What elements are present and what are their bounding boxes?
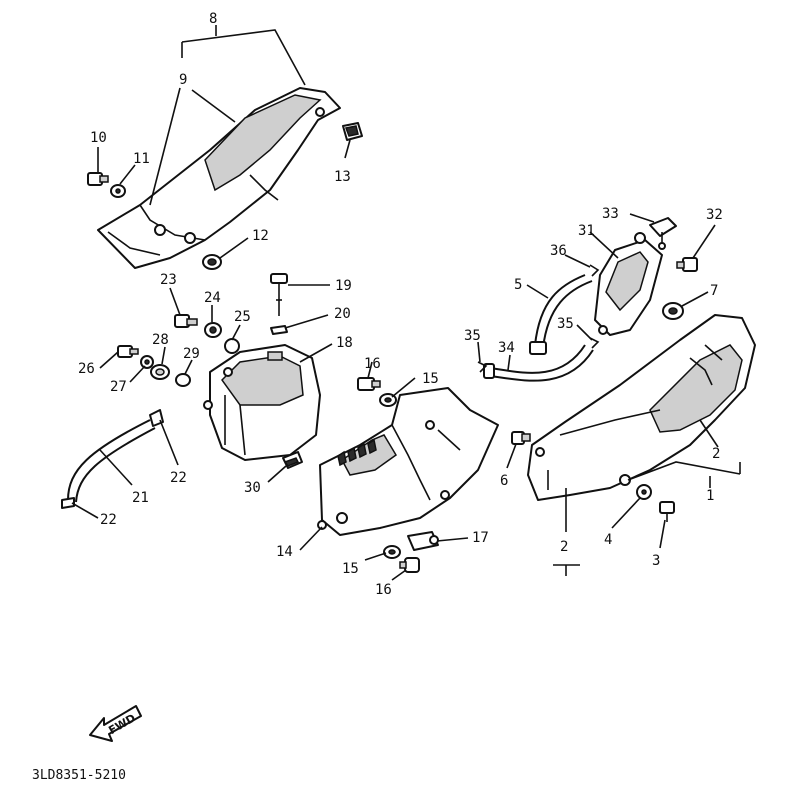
callout-22-upper: 22 [170, 470, 187, 486]
callout-34: 34 [498, 340, 515, 356]
callout-19: 19 [335, 278, 352, 294]
callout-11: 11 [133, 151, 150, 167]
grommet-13 [342, 122, 363, 141]
callout-16-lower: 16 [375, 582, 392, 598]
bolt-26 [117, 345, 139, 358]
callout-29: 29 [183, 346, 200, 362]
callout-26: 26 [78, 361, 95, 377]
callout-16-upper: 16 [364, 356, 381, 372]
bolt-6 [511, 431, 531, 445]
callout-13: 13 [334, 169, 351, 185]
callout-30: 30 [244, 480, 261, 496]
hose-34 [483, 344, 594, 382]
collar-28 [150, 364, 170, 380]
diagram-code: 3LD8351-5210 [32, 768, 126, 783]
callout-32: 32 [706, 207, 723, 223]
callout-35-right: 35 [557, 316, 574, 332]
battery-box-18 [203, 344, 321, 461]
reservoir-tank-31 [594, 232, 663, 336]
callout-22-lower: 22 [100, 512, 117, 528]
bolt-10 [87, 172, 109, 186]
callout-14: 14 [276, 544, 293, 560]
callout-36: 36 [550, 243, 567, 259]
callout-8: 8 [209, 11, 217, 27]
cap-33 [649, 217, 677, 250]
clamp-17 [407, 531, 439, 551]
bolt-16-bottom [399, 557, 420, 573]
bolt-16-top [357, 377, 381, 391]
callout-7: 7 [710, 283, 718, 299]
callout-3: 3 [652, 553, 660, 569]
grommet-7 [662, 302, 684, 320]
callout-2-right: 2 [712, 446, 720, 462]
bracket-plate-14 [317, 387, 499, 536]
washer-4 [636, 484, 652, 500]
grommet-29 [175, 373, 191, 387]
callout-27: 27 [110, 379, 127, 395]
cap-bolt-19 [270, 273, 288, 316]
callout-21: 21 [132, 490, 149, 506]
callout-labels: 8 9 10 11 12 13 19 20 18 23 24 25 26 27 … [78, 11, 723, 598]
callout-23: 23 [160, 272, 177, 288]
bolt-3 [659, 501, 675, 522]
callout-31: 31 [578, 223, 595, 239]
callout-33: 33 [602, 206, 619, 222]
callout-18: 18 [336, 335, 353, 351]
callout-5: 5 [514, 277, 522, 293]
washer-11 [110, 184, 126, 198]
rear-cover-assembly [97, 87, 341, 269]
callout-9: 9 [179, 72, 187, 88]
grommet-25 [224, 338, 240, 354]
callout-12: 12 [252, 228, 269, 244]
washer-27 [140, 355, 154, 369]
callout-6: 6 [500, 473, 508, 489]
callout-15-lower: 15 [342, 561, 359, 577]
callout-1: 1 [706, 488, 714, 504]
breather-hose-21 [61, 409, 164, 509]
callout-2-lower: 2 [560, 539, 568, 555]
hose-5 [529, 274, 593, 355]
callout-15-upper: 15 [422, 371, 439, 387]
collar-24 [204, 322, 222, 338]
callout-25: 25 [234, 309, 251, 325]
callout-24: 24 [204, 290, 221, 306]
callout-28: 28 [152, 332, 169, 348]
side-cover-1 [527, 314, 756, 501]
callout-4: 4 [604, 532, 612, 548]
callout-35-left: 35 [464, 328, 481, 344]
bolt-23 [174, 314, 198, 328]
clip-35-right [589, 337, 600, 349]
callout-20: 20 [334, 306, 351, 322]
nut-12 [202, 254, 222, 270]
clip-20 [270, 325, 288, 335]
callout-10: 10 [90, 130, 107, 146]
bolt-32 [676, 257, 698, 272]
washer-15-bottom [383, 545, 401, 559]
clip-35-left [477, 361, 488, 373]
leader-lines [71, 25, 741, 581]
callout-17: 17 [472, 530, 489, 546]
fwd-arrow-icon: FWD [89, 705, 142, 742]
clip-36 [589, 264, 600, 277]
bracket-30 [282, 451, 303, 469]
